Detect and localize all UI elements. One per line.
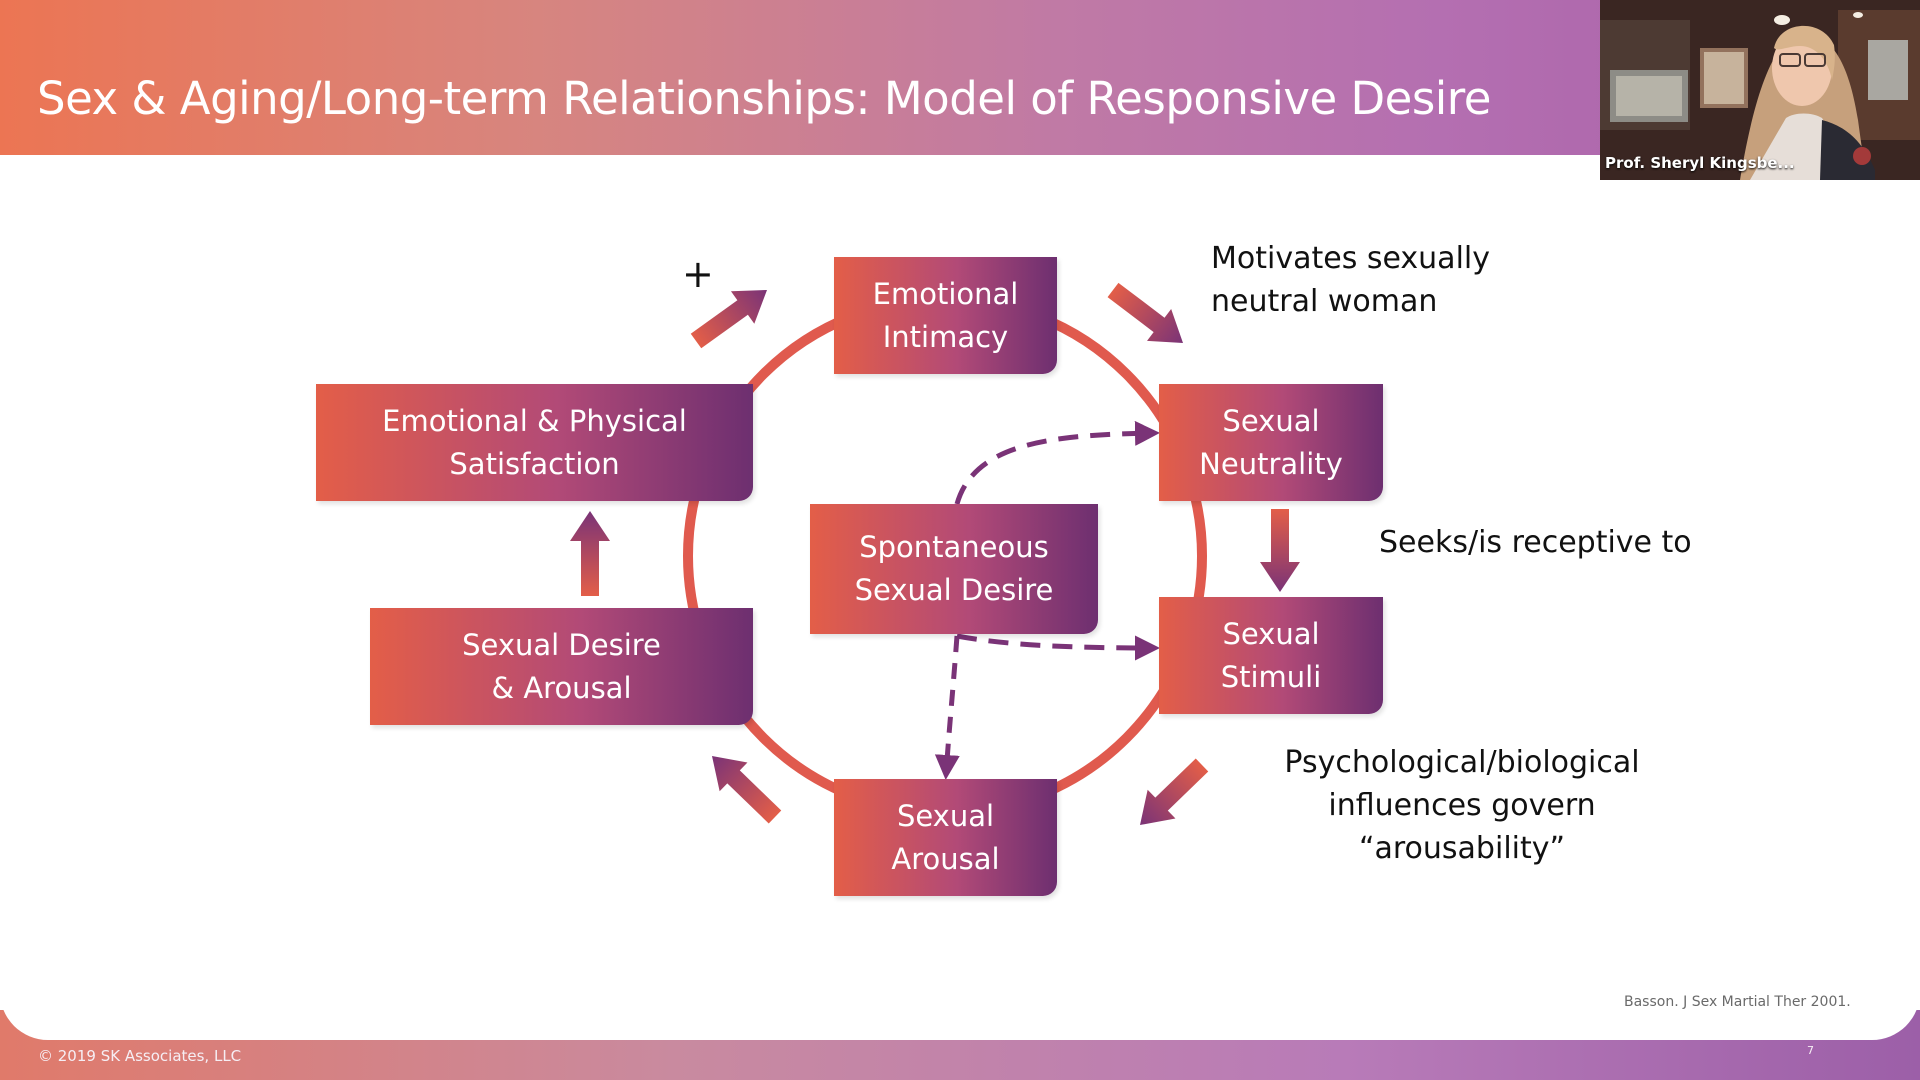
copyright-text: © 2019 SK Associates, LLC (38, 1047, 242, 1065)
arrow-satisfaction-to-intimacy (690, 290, 767, 349)
arrow-intimacy-to-neutrality (1107, 282, 1183, 343)
speaker-video-tile[interactable]: Prof. Sheryl Kingsbe... (1600, 0, 1920, 180)
arrow-stimuli-to-arousal (1140, 758, 1209, 825)
speaker-name-label: Prof. Sheryl Kingsbe... (1605, 154, 1795, 172)
solid-arrows (570, 282, 1300, 825)
speaker-portrait-icon (1600, 0, 1920, 180)
note-seeks: Seeks/is receptive to (1379, 525, 1692, 560)
slide-title: Sex & Aging/Long-term Relationships: Mod… (37, 72, 1491, 125)
plus-sign: + (682, 252, 714, 296)
slide-number: 7 (1807, 1044, 1814, 1057)
node-sexual-desire-arousal: Sexual Desire& Arousal (370, 608, 753, 725)
citation-text: Basson. J Sex Martial Ther 2001. (1624, 994, 1851, 1010)
dashed-arrow-to-arousal (934, 635, 960, 780)
dashed-arrow-to-neutrality (954, 420, 1160, 505)
arrow-arousal-to-desire (712, 756, 782, 824)
arrow-desire-to-satisfaction (570, 511, 610, 596)
dashed-arrow-to-stimuli (956, 633, 1160, 661)
arrow-neutrality-to-stimuli (1260, 509, 1300, 592)
